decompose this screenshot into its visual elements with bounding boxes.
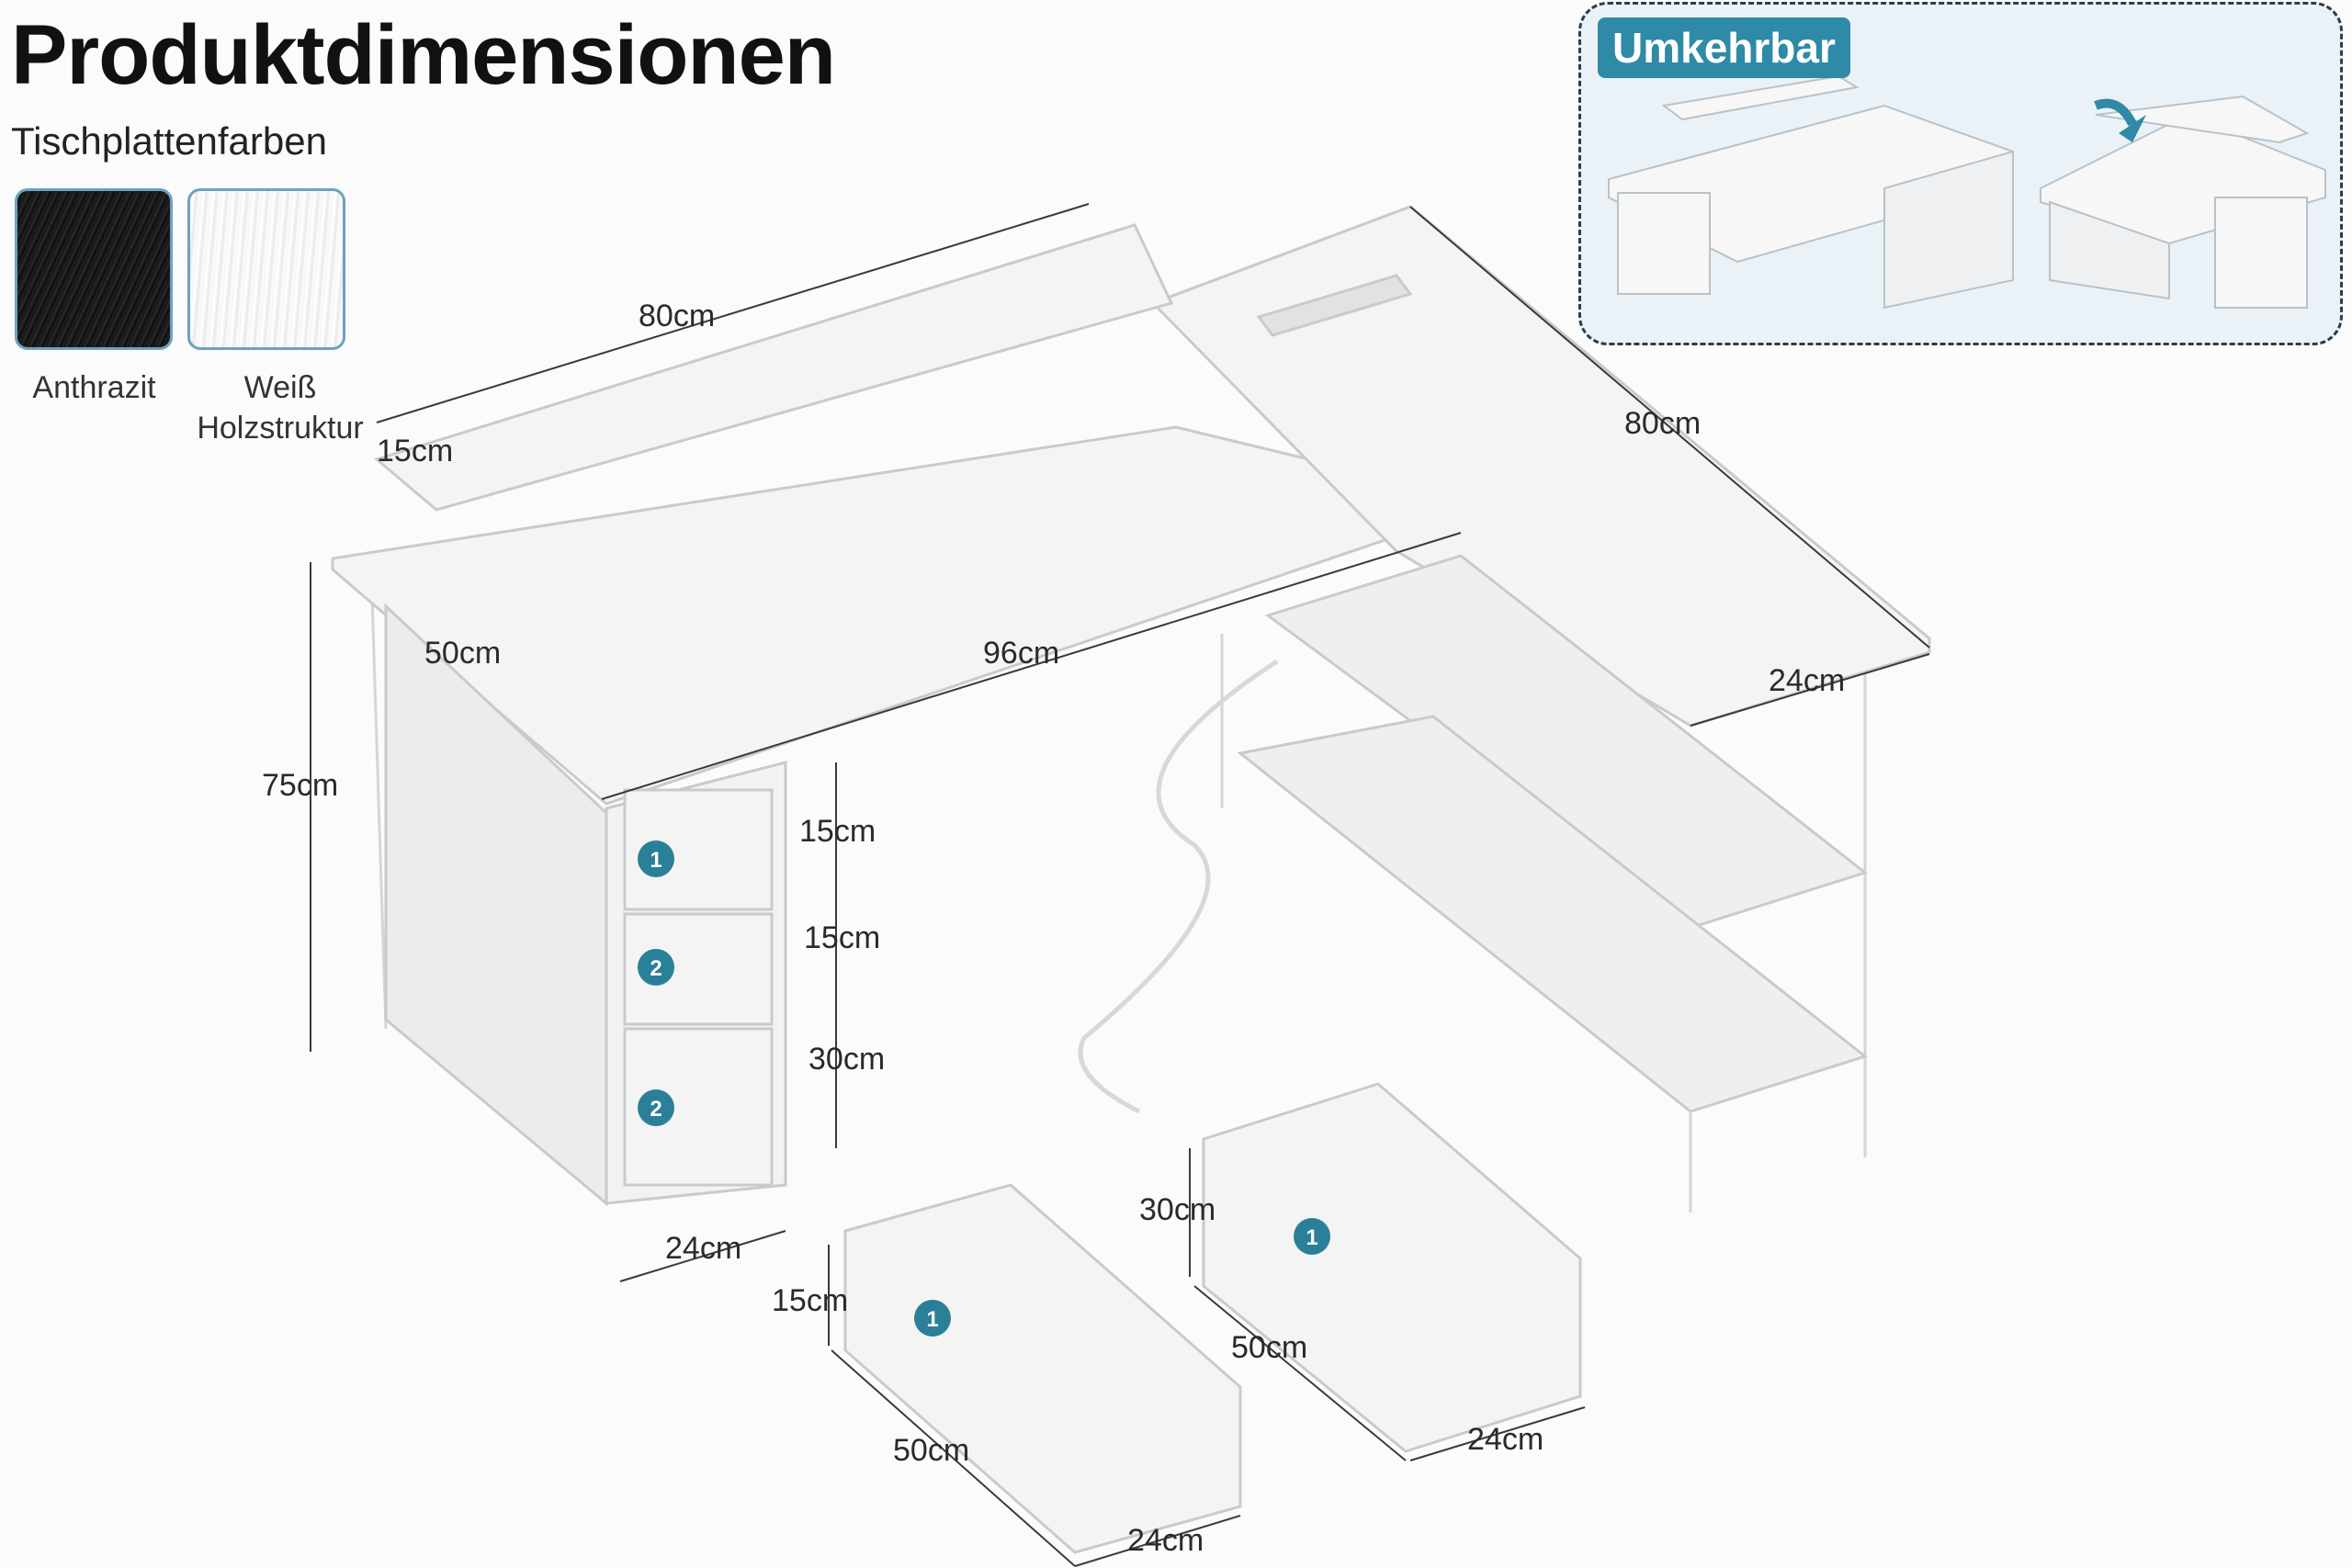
dim-large-drawer-width: 24cm <box>1467 1422 1544 1457</box>
drawer-badge-circle-4 <box>914 1300 951 1337</box>
inset-cabinet-left <box>1617 192 1711 295</box>
drawer-badge-1: 1 <box>650 848 662 873</box>
dimline-shelf-length <box>376 203 1090 423</box>
dim-side-depth: 24cm <box>1769 663 1846 698</box>
swatch-label-line2: Holzstruktur <box>197 411 364 446</box>
dim-drawer2-height: 15cm <box>804 920 881 955</box>
swatch-label-white-wood: Weiß Holzstruktur <box>175 367 386 448</box>
dimline-large-drawer-width <box>1409 1406 1586 1461</box>
dim-large-drawer-length: 50cm <box>1231 1330 1308 1365</box>
dimline-side-depth <box>1690 653 1930 727</box>
drawer-badge-3: 2 <box>650 1097 662 1122</box>
dim-desk-depth: 50cm <box>424 636 502 671</box>
reversible-illustration <box>1608 74 2326 310</box>
dim-desk-width: 96cm <box>983 636 1060 671</box>
drawer-badge-4: 1 <box>926 1307 938 1332</box>
dim-shelf-length: 80cm <box>639 299 716 333</box>
large-drawer <box>1202 1082 1582 1453</box>
dim-drawer3-height: 30cm <box>808 1042 886 1077</box>
drawer-3-front <box>623 1027 774 1187</box>
dim-drawer1-height: 15cm <box>799 814 876 849</box>
dim-shelf-depth: 15cm <box>377 434 454 468</box>
monitor-riser <box>373 223 1174 512</box>
swatch-white-wood[interactable] <box>187 188 345 350</box>
shelf-lower <box>1237 715 1869 1113</box>
swatch-label-line1: Weiß <box>243 370 317 405</box>
drawer-badge-2: 2 <box>650 956 662 981</box>
color-options-heading: Tischplattenfarben <box>11 119 327 163</box>
drawer-badge-circle-5 <box>1294 1218 1330 1255</box>
power-cable <box>1078 659 1279 1114</box>
dim-side-length: 80cm <box>1624 406 1702 441</box>
inset-cabinet-right <box>2214 197 2308 309</box>
reversible-inset: Umkehrbar <box>1578 2 2343 345</box>
inset-arrow-curve <box>2094 98 2137 127</box>
leg-front-left <box>370 596 388 1030</box>
dim-height: 75cm <box>262 768 339 803</box>
page-title: Produktdimensionen <box>11 8 836 102</box>
dimline-large-drawer-length <box>1193 1285 1407 1461</box>
inset-riser-right <box>2095 95 2310 144</box>
swatch-label-anthrazit: Anthrazit <box>32 370 156 405</box>
inset-shelf-left <box>1883 150 2014 310</box>
dimline-small-drawer-length <box>831 1349 1076 1567</box>
dimline-small-drawer-width <box>1074 1515 1241 1567</box>
dim-large-drawer-height: 30cm <box>1139 1192 1216 1227</box>
reversible-badge: Umkehrbar <box>1598 17 1850 78</box>
dim-cabinet-width: 24cm <box>665 1231 742 1266</box>
swatch-anthrazit[interactable] <box>15 188 173 350</box>
inset-riser-left <box>1661 74 1860 121</box>
dimline-desk-width <box>601 532 1462 800</box>
dimline-cabinet-width <box>619 1230 786 1282</box>
power-outlet <box>1256 274 1413 337</box>
dim-small-drawer-width: 24cm <box>1127 1523 1204 1558</box>
small-drawer <box>843 1183 1242 1554</box>
dim-small-drawer-height: 15cm <box>772 1283 849 1318</box>
arrow-icon <box>2119 115 2146 142</box>
drawer-badge-circle-2 <box>638 949 674 986</box>
drawer-badge-circle-3 <box>638 1089 674 1126</box>
inset-shelf-right <box>2049 200 2170 300</box>
drawer-badge-circle-1 <box>638 840 674 877</box>
drawer-badge-5: 1 <box>1306 1225 1317 1250</box>
dimline-side-length <box>1409 206 1930 649</box>
dim-small-drawer-length: 50cm <box>893 1433 970 1468</box>
